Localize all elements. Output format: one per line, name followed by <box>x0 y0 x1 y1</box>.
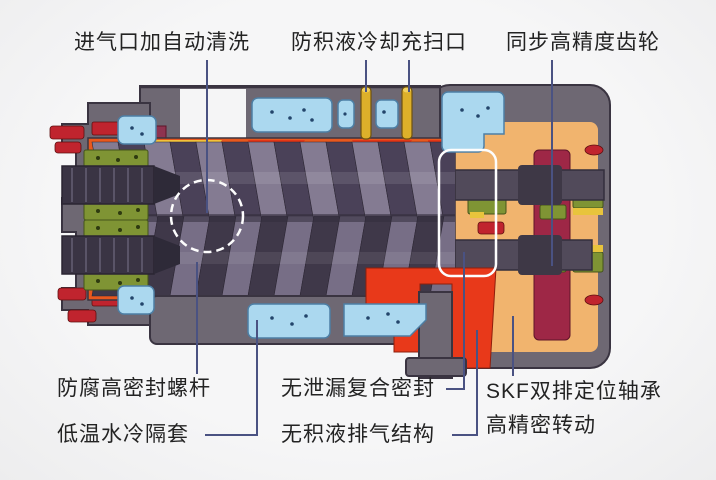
drive-shafts-left <box>61 149 180 291</box>
exhaust-flange <box>405 291 467 379</box>
shaft-ridges <box>71 168 143 272</box>
coolant-bubbles <box>130 106 490 326</box>
callout-lines <box>196 60 553 436</box>
scavenge-pins <box>360 86 413 140</box>
callout-line-seal <box>446 252 465 390</box>
label-exhaust: 无积液排气结构 <box>281 423 435 446</box>
label-seal: 无泄漏复合密封 <box>281 377 435 400</box>
label-scavenge: 防积液冷却充扫口 <box>291 31 467 54</box>
coolant-pockets <box>117 91 505 339</box>
label-jacket: 低温水冷隔套 <box>57 423 189 446</box>
seal-dots <box>96 155 140 285</box>
label-screw: 防腐高密封螺杆 <box>57 377 211 400</box>
oil-fittings <box>477 144 604 306</box>
callout-line-exhaust <box>452 330 478 436</box>
highlight-box <box>437 148 498 278</box>
callout-line-jacket <box>205 320 258 436</box>
label-skf-bearing: SKF双排定位轴承 <box>486 380 662 403</box>
label-sync-gear: 同步高精度齿轮 <box>506 31 660 54</box>
label-rotation: 高精密转动 <box>486 414 596 437</box>
label-intake: 进气口加自动清洗 <box>74 31 250 54</box>
